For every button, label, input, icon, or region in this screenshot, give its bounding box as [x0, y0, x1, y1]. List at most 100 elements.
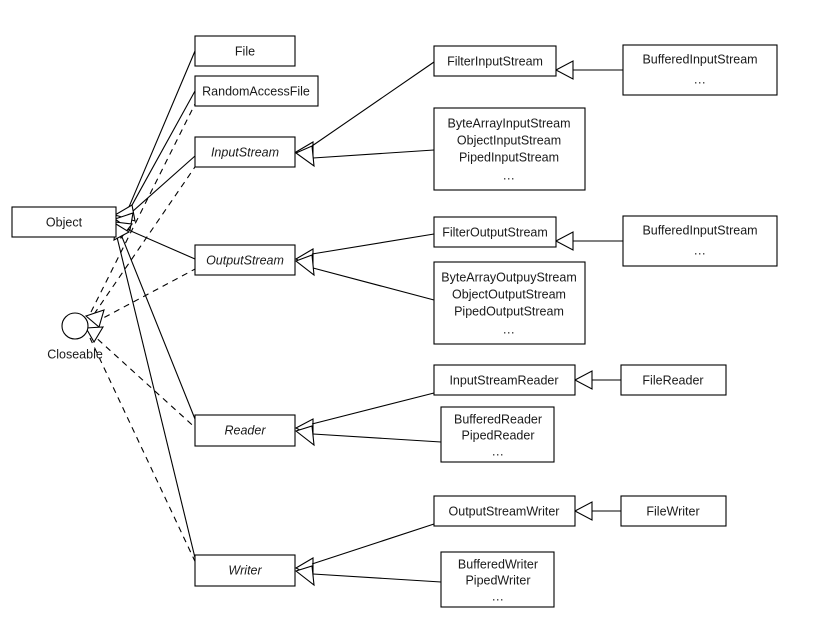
node-buffered-writer-group-line-2: ...: [492, 589, 504, 603]
node-input-stream[interactable]: InputStream: [194, 136, 315, 168]
node-filter-output-stream-box[interactable]: [433, 216, 557, 248]
edge-outputstream-to-closeable: [91, 267, 198, 325]
edge-reader-to-object: [119, 231, 198, 425]
edges-to-object: [115, 50, 198, 567]
node-reader-label: Reader: [225, 423, 267, 437]
edge-randomaccessfile-to-closeable: [87, 99, 198, 319]
node-filter-input-stream-box[interactable]: [433, 45, 557, 77]
edges-writer-subtree: [311, 501, 621, 583]
node-buffered-writer-group[interactable]: BufferedWriter PipedWriter ...: [440, 551, 555, 608]
node-buffered-output-stream-line-0: BufferedInputStream: [642, 223, 757, 237]
node-output-stream-writer-label: OutputStreamWriter: [449, 504, 560, 518]
generalization-arrow-icon: [294, 254, 315, 277]
node-writer[interactable]: Writer: [194, 554, 315, 587]
node-input-stream-reader[interactable]: InputStreamReader: [433, 364, 576, 396]
edge-bytearrayinputstream-to-inputstream: [312, 149, 435, 159]
node-file-writer[interactable]: FileWriter: [620, 495, 727, 527]
node-object[interactable]: Object: [11, 206, 117, 238]
node-file-writer-label: FileWriter: [646, 504, 699, 518]
node-file[interactable]: File: [194, 35, 296, 67]
edge-outputstreamwriter-to-writer: [311, 523, 435, 565]
node-buffered-reader-group-box[interactable]: [440, 406, 555, 463]
node-buffered-reader-group-line-0: BufferedReader: [454, 412, 542, 426]
edges-input-stream-subtree: [311, 60, 623, 159]
node-closeable[interactable]: Closeable: [47, 312, 103, 361]
node-filter-output-stream[interactable]: FilterOutputStream: [433, 216, 557, 248]
node-buffered-output-stream[interactable]: BufferedInputStream ...: [622, 215, 778, 267]
node-closeable-label: Closeable: [47, 347, 103, 361]
node-byte-array-output-stream-group-line-3: ...: [503, 322, 515, 336]
node-output-stream-label: OutputStream: [206, 253, 284, 267]
node-file-reader-label: FileReader: [642, 373, 703, 387]
node-buffered-writer-group-line-0: BufferedWriter: [458, 557, 538, 571]
node-buffered-input-stream-box[interactable]: [622, 44, 778, 96]
node-buffered-reader-group[interactable]: BufferedReader PipedReader ...: [440, 406, 555, 463]
edge-filteroutputstream-to-outputstream: [311, 233, 435, 255]
edge-filterinputstream-to-inputstream: [311, 61, 435, 147]
realization-arrow-icon: [85, 326, 105, 344]
node-output-stream-box[interactable]: [194, 244, 296, 276]
node-byte-array-input-stream-group[interactable]: ByteArrayInputStream ObjectInputStream P…: [433, 107, 586, 191]
edge-inputstreamreader-to-reader: [311, 392, 435, 425]
node-reader-box[interactable]: [194, 414, 296, 447]
node-file-box[interactable]: [194, 35, 296, 67]
node-buffered-output-stream-line-1: ...: [694, 243, 706, 257]
node-random-access-file-box[interactable]: [194, 75, 319, 107]
node-byte-array-output-stream-group-line-1: ObjectOutputStream: [452, 287, 566, 301]
node-byte-array-input-stream-group-line-3: ...: [503, 168, 515, 182]
generalization-arrow-icon: [294, 425, 315, 447]
node-output-stream[interactable]: OutputStream: [194, 244, 315, 277]
node-reader[interactable]: Reader: [194, 414, 315, 447]
edges-to-closeable: [87, 99, 201, 573]
node-buffered-output-stream-box[interactable]: [622, 215, 778, 267]
node-byte-array-output-stream-group[interactable]: ByteArrayOutpuyStream ObjectOutputStream…: [433, 261, 586, 345]
node-filter-input-stream-label: FilterInputStream: [447, 54, 543, 68]
edge-randomaccessfile-to-object: [125, 90, 196, 217]
edges-reader-subtree: [311, 370, 621, 443]
edge-inputstream-to-closeable: [89, 163, 198, 321]
node-byte-array-input-stream-group-line-2: PipedInputStream: [459, 150, 559, 164]
edge-bufferedreader-to-reader: [312, 433, 442, 443]
node-file-writer-box[interactable]: [620, 495, 727, 527]
node-buffered-writer-group-box[interactable]: [440, 551, 555, 608]
node-buffered-input-stream-line-1: ...: [694, 72, 706, 86]
node-input-stream-box[interactable]: [194, 136, 296, 168]
node-object-label: Object: [46, 215, 83, 229]
edge-writer-to-closeable: [89, 337, 201, 573]
node-byte-array-input-stream-group-box[interactable]: [433, 107, 586, 191]
node-writer-box[interactable]: [194, 554, 296, 587]
node-byte-array-output-stream-group-line-2: PipedOutputStream: [454, 304, 564, 318]
node-buffered-writer-group-line-1: PipedWriter: [465, 573, 530, 587]
generalization-arrow-icon: [554, 231, 574, 251]
generalization-arrow-icon: [294, 145, 315, 168]
node-filter-output-stream-label: FilterOutputStream: [442, 225, 548, 239]
edge-bufferedwriter-to-writer: [312, 573, 442, 583]
node-file-reader[interactable]: FileReader: [620, 364, 727, 396]
edge-bytearrayoutputstream-to-outputstream: [312, 267, 435, 301]
realization-arrow-icon: [84, 309, 105, 328]
node-filter-input-stream[interactable]: FilterInputStream: [433, 45, 557, 77]
node-byte-array-input-stream-group-line-1: ObjectInputStream: [457, 133, 561, 147]
node-random-access-file[interactable]: RandomAccessFile: [194, 75, 319, 107]
node-file-label: File: [235, 44, 255, 58]
node-byte-array-output-stream-group-box[interactable]: [433, 261, 586, 345]
edge-writer-to-object: [115, 232, 198, 567]
node-buffered-input-stream-line-0: BufferedInputStream: [642, 52, 757, 66]
edge-inputstream-to-object: [123, 155, 196, 220]
generalization-arrow-icon: [294, 565, 315, 587]
node-output-stream-writer-box[interactable]: [433, 495, 576, 527]
arrowheads-closeable: [84, 309, 105, 344]
node-input-stream-reader-label: InputStreamReader: [449, 373, 558, 387]
closeable-interface-icon[interactable]: [61, 312, 89, 340]
node-random-access-file-label: RandomAccessFile: [202, 84, 310, 98]
node-object-box[interactable]: [11, 206, 117, 238]
generalization-arrow-icon: [554, 60, 574, 80]
node-byte-array-output-stream-group-line-0: ByteArrayOutpuyStream: [441, 270, 576, 284]
node-file-reader-box[interactable]: [620, 364, 727, 396]
node-byte-array-input-stream-group-line-0: ByteArrayInputStream: [448, 116, 571, 130]
node-input-stream-reader-box[interactable]: [433, 364, 576, 396]
node-buffered-input-stream[interactable]: BufferedInputStream ...: [622, 44, 778, 96]
node-output-stream-writer[interactable]: OutputStreamWriter: [433, 495, 576, 527]
edge-reader-to-closeable: [91, 333, 201, 433]
